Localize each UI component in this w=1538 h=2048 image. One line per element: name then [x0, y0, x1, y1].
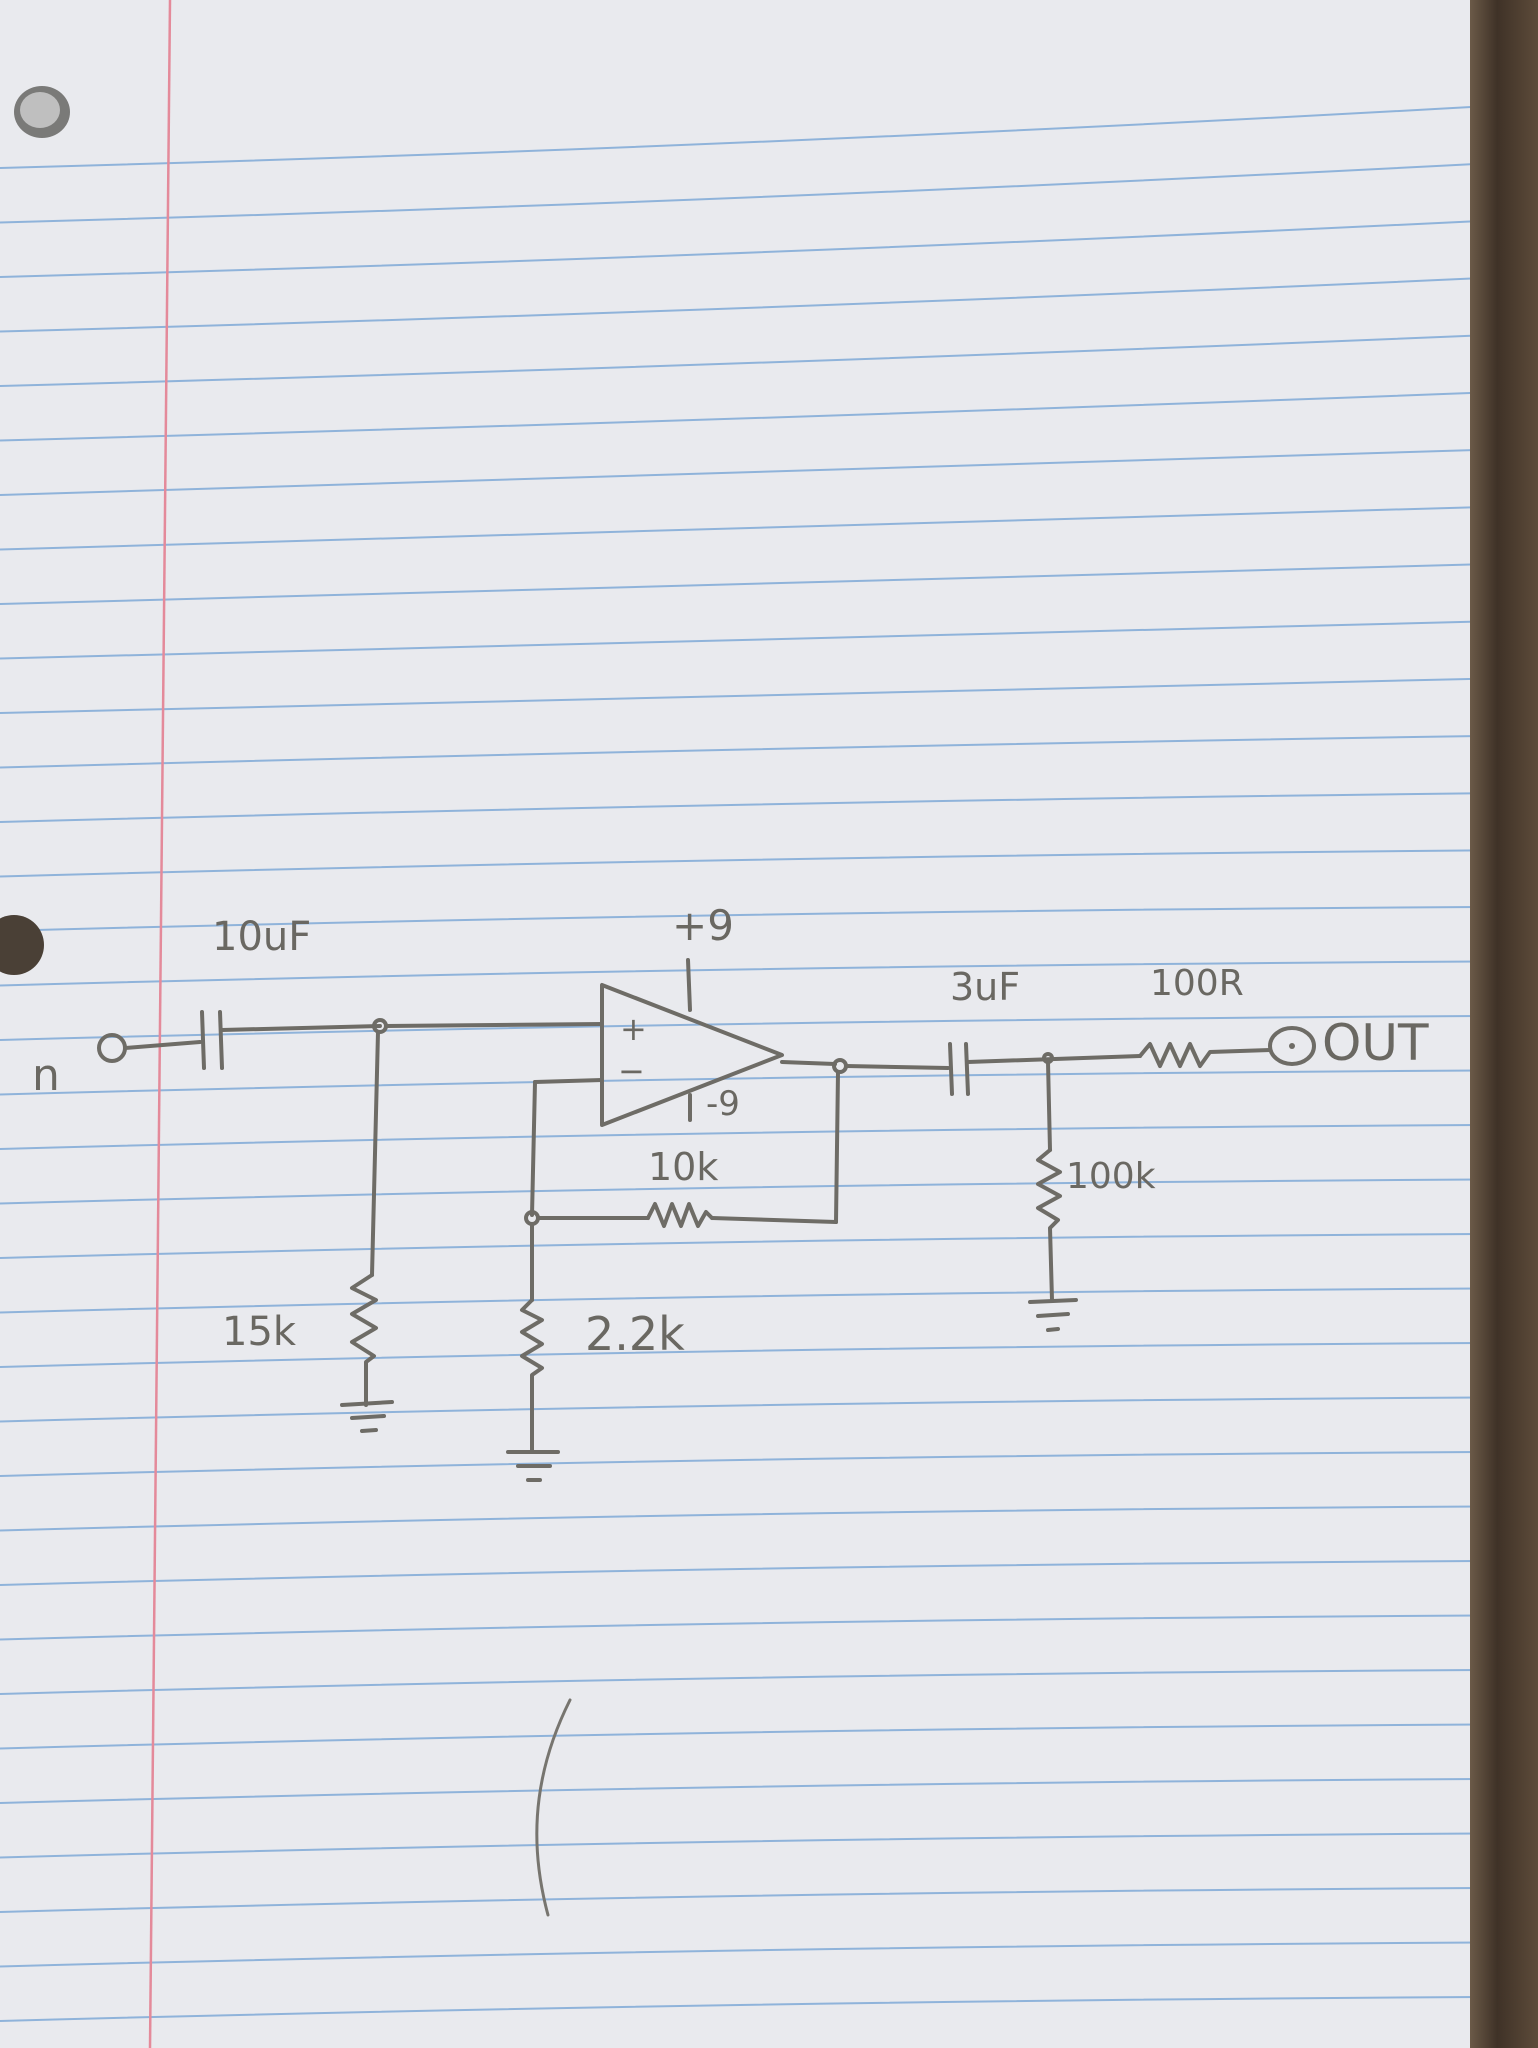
binder-hole-middle	[0, 915, 44, 975]
output-shunt-lead	[1046, 1060, 1052, 1152]
rule-line-16	[0, 960, 1480, 987]
rule-line-2	[0, 162, 1480, 224]
feedback-right-wire	[834, 1070, 840, 1224]
schematic-sheet: n 10uF 15k +9 + − -9 10k 2.2k 3uF 100R 1…	[0, 0, 1480, 2048]
binder-hole-top	[14, 86, 70, 138]
rule-line-21	[0, 1233, 1480, 1259]
gain-ground-icon	[506, 1450, 560, 1482]
output-shunt-resistor	[1036, 1148, 1062, 1302]
input-wire-to-opamp	[384, 1022, 604, 1028]
rule-line-28	[0, 1614, 1480, 1641]
rule-line-6	[0, 391, 1480, 442]
feedback-wire-b	[710, 1216, 838, 1224]
input-jack	[97, 1033, 202, 1063]
gain-resistor	[520, 1298, 544, 1452]
input-resistor	[350, 1273, 378, 1407]
rule-line-11	[0, 677, 1480, 714]
margin-line	[148, 0, 172, 2048]
opamp-noninverting-label: +	[620, 1010, 647, 1048]
rule-line-5	[0, 334, 1480, 387]
opamp-positive-supply-lead	[686, 958, 692, 1012]
rule-line-7	[0, 448, 1480, 496]
wooden-surface	[1470, 0, 1538, 2048]
input-resistor-lead	[370, 1030, 380, 1277]
stray-pencil-mark	[535, 1698, 572, 1917]
opamp-output-wire	[780, 1060, 837, 1066]
input-fragment-label: n	[32, 1050, 60, 1101]
rule-line-13	[0, 792, 1480, 823]
rule-line-27	[0, 1560, 1480, 1586]
rule-line-15	[0, 906, 1480, 932]
rule-line-8	[0, 506, 1480, 551]
rule-line-10	[0, 620, 1480, 660]
output-jack	[1268, 1026, 1316, 1066]
rule-line-32	[0, 1832, 1480, 1859]
rule-line-29	[0, 1669, 1480, 1695]
output-ground-icon	[1028, 1298, 1078, 1332]
gain-resistor-label: 2.2k	[585, 1307, 685, 1361]
rule-line-4	[0, 277, 1480, 333]
rule-line-19	[0, 1124, 1480, 1150]
rule-line-35	[0, 1996, 1480, 2022]
opamp-plus-supply-label: +9	[672, 901, 734, 950]
rule-line-26	[0, 1505, 1480, 1532]
rule-line-22	[0, 1287, 1480, 1314]
rule-line-34	[0, 1941, 1480, 1968]
input-wire	[220, 1024, 382, 1032]
output-label: OUT	[1322, 1014, 1429, 1072]
rule-line-24	[0, 1396, 1480, 1423]
rule-line-1	[0, 105, 1480, 169]
output-shunt-label: 100k	[1066, 1156, 1156, 1197]
ruled-lines	[0, 105, 1480, 2022]
feedback-resistor-label: 10k	[648, 1145, 718, 1189]
rule-line-25	[0, 1451, 1480, 1477]
rule-line-3	[0, 219, 1480, 278]
rule-line-20	[0, 1178, 1480, 1205]
notebook-paper: n 10uF 15k +9 + − -9 10k 2.2k 3uF 100R 1…	[0, 0, 1480, 2048]
input-capacitor	[200, 1010, 224, 1070]
rule-line-23	[0, 1342, 1480, 1368]
output-cap-label: 3uF	[950, 965, 1020, 1009]
rule-line-18	[0, 1069, 1480, 1096]
opamp-minus-supply-label: -9	[706, 1084, 740, 1124]
output-resistor-label: 100R	[1150, 963, 1244, 1004]
opamp-inverting-label: −	[618, 1052, 645, 1090]
output-cap-wire-in	[844, 1064, 950, 1070]
rule-line-30	[0, 1723, 1480, 1750]
inverting-input-wire	[533, 1078, 604, 1084]
opamp-triangle	[600, 983, 784, 1127]
output-cap-wire-out	[966, 1054, 1142, 1064]
rule-line-33	[0, 1887, 1480, 1913]
rule-line-12	[0, 734, 1480, 769]
rule-line-14	[0, 849, 1480, 878]
input-resistor-label: 15k	[222, 1309, 297, 1355]
rule-line-9	[0, 563, 1480, 605]
feedback-left-wire	[530, 1080, 537, 1217]
output-series-resistor	[1138, 1042, 1272, 1068]
input-ground-icon	[340, 1400, 394, 1433]
feedback-resistor	[646, 1202, 714, 1228]
input-cap-label: 10uF	[212, 914, 311, 960]
output-capacitor	[948, 1042, 970, 1096]
rule-line-31	[0, 1778, 1480, 1804]
